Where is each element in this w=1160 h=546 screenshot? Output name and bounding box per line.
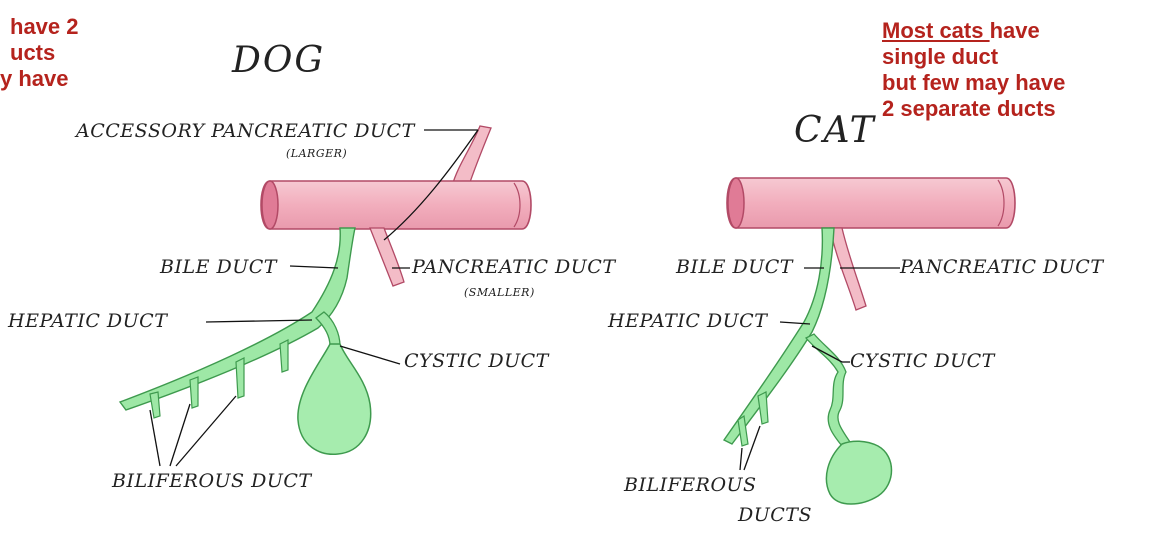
- dog-intestine-end: [261, 180, 279, 230]
- cat-label-hepatic-duct: HEPATIC DUCT: [608, 310, 768, 332]
- right-note-line-1: Most cats have: [882, 18, 1065, 44]
- dog-bile-duct: [118, 227, 356, 411]
- cat-label-cystic-duct: CYSTIC DUCT: [850, 350, 995, 372]
- cat-bile-duct: [722, 227, 835, 445]
- dog-label-pancreatic-duct: PANCREATIC DUCT: [412, 256, 616, 278]
- dog-label-biliferous-duct: BILIFEROUS DUCT: [112, 470, 312, 492]
- dog-gallbladder: [297, 343, 372, 455]
- right-note-line-3: but few may have: [882, 70, 1066, 95]
- cat-intestine: [726, 177, 1016, 229]
- cat-illustration: [722, 177, 1016, 505]
- cat-label-biliferous-2: DUCTS: [738, 504, 812, 526]
- left-note-line-2: ucts: [10, 40, 56, 65]
- dog-label-pancreatic-note: (SMALLER): [464, 286, 535, 299]
- dog-label-bile-duct: BILE DUCT: [160, 256, 277, 278]
- right-red-note: Most cats have single duct but few may h…: [882, 18, 1065, 122]
- left-red-note: have 2 ucts y have: [0, 14, 79, 92]
- cat-cystic-duct: [804, 333, 851, 447]
- dog-label-accessory-duct: ACCESSORY PANCREATIC DUCT: [76, 120, 415, 142]
- right-note-line-2: single duct: [882, 44, 999, 69]
- cat-intestine-end: [727, 177, 745, 229]
- cat-gallbladder: [825, 440, 893, 505]
- left-note-line-3: y have: [0, 66, 69, 91]
- right-note-underlined: Most cats: [882, 18, 990, 43]
- right-note-line-1-rest: have: [989, 18, 1040, 43]
- cat-label-biliferous-1: BILIFEROUS: [624, 474, 757, 496]
- cat-pancreatic-duct: [829, 227, 867, 311]
- right-note-line-4: 2 separate ducts: [882, 96, 1056, 121]
- dog-label-cystic-duct: CYSTIC DUCT: [404, 350, 549, 372]
- cat-label-pancreatic-duct: PANCREATIC DUCT: [900, 256, 1104, 278]
- left-note-line-1: have 2: [10, 14, 79, 39]
- cat-title: CAT: [794, 110, 876, 151]
- dog-accessory-pancreatic-duct: [451, 125, 492, 189]
- dog-label-hepatic-duct: HEPATIC DUCT: [8, 310, 168, 332]
- dog-pancreatic-duct: [369, 227, 405, 287]
- dog-illustration: [118, 125, 532, 467]
- dog-intestine: [260, 180, 532, 230]
- dog-title: DOG: [232, 40, 326, 81]
- cat-label-bile-duct: BILE DUCT: [676, 256, 793, 278]
- dog-label-accessory-note: (LARGER): [286, 147, 348, 160]
